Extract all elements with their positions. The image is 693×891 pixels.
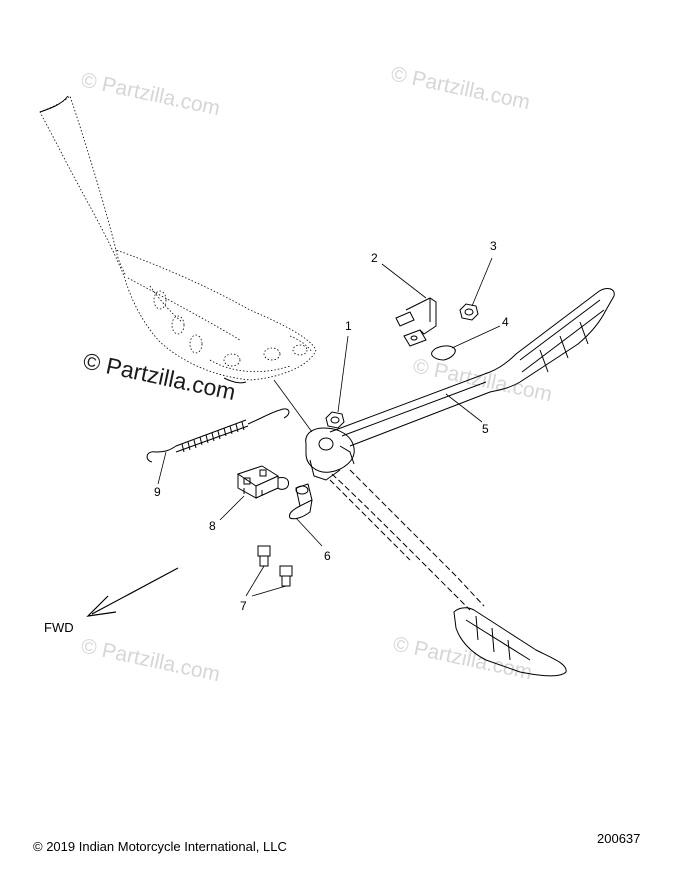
callout-4: 4 [502,315,509,329]
leader-9 [157,451,167,485]
leader-1 [337,335,349,413]
fwd-arrow-shaft [91,567,179,615]
leader-4 [451,325,501,349]
callout-8: 8 [209,519,216,533]
copyright-text: © 2019 Indian Motorcycle International, … [33,839,287,854]
screws-part-7 [257,545,293,587]
nut-part-1 [325,411,345,429]
watermark-bottom-left: © Partzilla.com [79,634,222,686]
clip-part-4 [431,345,456,361]
watermark-middle-right: © Partzilla.com [411,354,554,406]
leader-2 [381,263,427,299]
leader-6 [295,517,323,547]
callouts: 1 2 3 4 5 6 7 8 9 [154,239,509,613]
leader-5 [445,393,483,423]
callout-9: 9 [154,485,161,499]
leader-8 [219,495,245,521]
callout-5: 5 [482,422,489,436]
leader-7b [251,585,287,597]
callout-3: 3 [490,239,497,253]
leader-lines [157,257,501,597]
pivot-bolt-part-6 [289,483,313,520]
fwd-label: FWD [44,620,74,635]
frame-tip-solid [39,95,247,384]
watermark-top-right: © Partzilla.com [389,62,532,114]
leader-3 [471,257,493,307]
frame-phantom-outline [39,95,317,381]
leader-frame-to-mount [273,379,313,433]
callout-6: 6 [324,549,331,563]
forward-direction-indicator: FWD [44,567,179,635]
side-stand-switch-part-8 [236,465,289,499]
kickstand-foot [453,607,567,677]
fwd-arrowhead-icon [86,595,117,617]
watermark-top-left: © Partzilla.com [79,68,222,120]
kickstand-lower-leg [329,469,485,611]
diagram-reference-number: 200637 [597,831,641,846]
callout-7: 7 [240,599,247,613]
bracket-part-2 [395,297,437,347]
callout-1: 1 [345,319,352,333]
leader-7a [245,565,265,597]
nut-part-3 [459,303,479,321]
spring-part-9 [146,408,290,463]
callout-2: 2 [371,251,378,265]
watermark-prominent: © Partzilla.com [81,347,238,405]
